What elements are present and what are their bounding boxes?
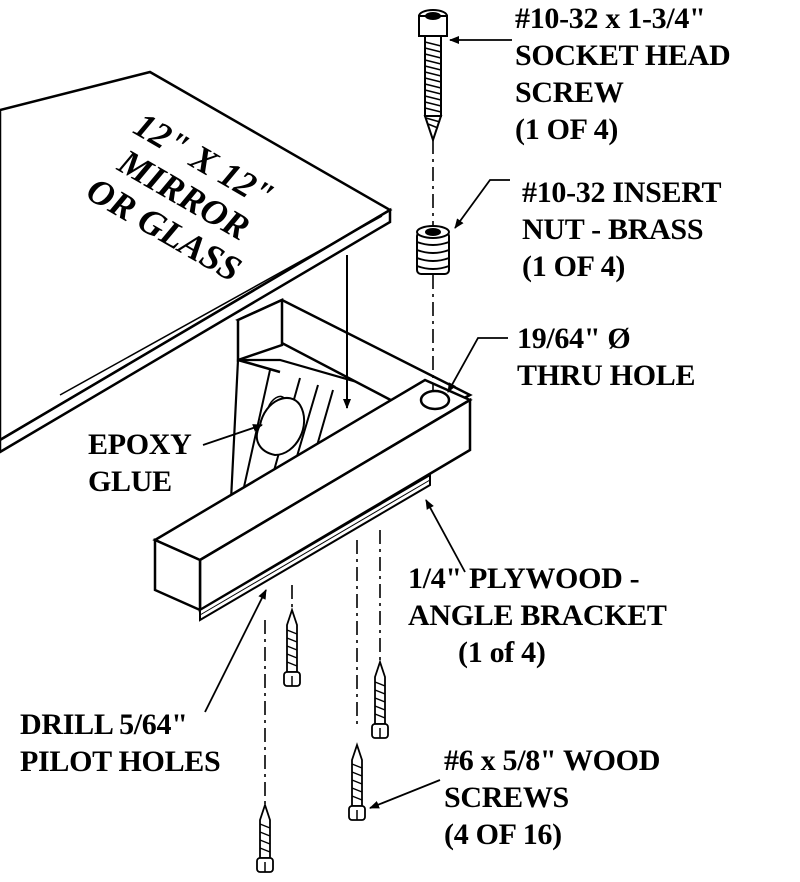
front-rail (152, 378, 473, 613)
plywood-label-line-3: (1 of 4) (458, 636, 546, 669)
epoxy-label: EPOXY GLUE (88, 426, 192, 500)
thru-hole-label-line-1: 19/64" Ø (517, 322, 631, 355)
socket-head-screw (418, 9, 448, 144)
plywood-label-line-2: ANGLE BRACKET (408, 599, 667, 632)
insert-nut-label: #10-32 INSERT NUT - BRASS (1 OF 4) (522, 174, 722, 285)
socket-screw-label-line-4: (1 OF 4) (515, 113, 619, 146)
insert-nut-label-line-1: #10-32 INSERT (522, 176, 722, 209)
insert-nut-label-line-2: NUT - BRASS (522, 213, 704, 246)
socket-screw-label: #10-32 x 1-3/4" SOCKET HEAD SCREW (1 OF … (515, 0, 731, 148)
wood-screw-2 (371, 659, 389, 739)
plywood-label: 1/4" PLYWOOD - ANGLE BRACKET (1 of 4) (408, 560, 667, 671)
socket-screw-label-line-1: #10-32 x 1-3/4" (515, 2, 706, 35)
wood-screw-4 (256, 802, 274, 873)
socket-screw-label-line-2: SOCKET HEAD (515, 39, 731, 72)
thru-hole-label: 19/64" Ø THRU HOLE (517, 320, 695, 394)
wood-screw-1 (283, 607, 301, 687)
wood-screws-label-line-3: (4 OF 16) (444, 818, 562, 851)
wood-screws-label-line-1: #6 x 5/8" WOOD (444, 744, 661, 777)
wood-screws-label: #6 x 5/8" WOOD SCREWS (4 OF 16) (444, 742, 660, 853)
drill-label: DRILL 5/64" PILOT HOLES (20, 706, 221, 780)
wood-screws (256, 607, 389, 873)
thru-hole (419, 389, 451, 411)
mirror-glass-plate (0, 70, 393, 454)
insert-nut-label-line-3: (1 OF 4) (522, 250, 626, 283)
wood-screws-label-line-2: SCREWS (444, 781, 569, 814)
plywood-label-line-1: 1/4" PLYWOOD - (408, 562, 640, 595)
thru-hole-label-line-2: THRU HOLE (517, 359, 696, 392)
leader-lines (202, 36, 512, 809)
insert-nut (416, 225, 450, 275)
socket-screw-label-line-3: SCREW (515, 76, 624, 109)
center-lines (264, 140, 434, 805)
wood-screw-3 (348, 742, 366, 821)
drill-label-line-1: DRILL 5/64" (20, 708, 188, 741)
epoxy-glue-blob (255, 395, 306, 457)
drill-label-line-2: PILOT HOLES (20, 745, 221, 778)
plywood-bracket-layer (199, 473, 431, 622)
epoxy-label-line-2: GLUE (88, 465, 172, 498)
epoxy-label-line-1: EPOXY (88, 428, 192, 461)
